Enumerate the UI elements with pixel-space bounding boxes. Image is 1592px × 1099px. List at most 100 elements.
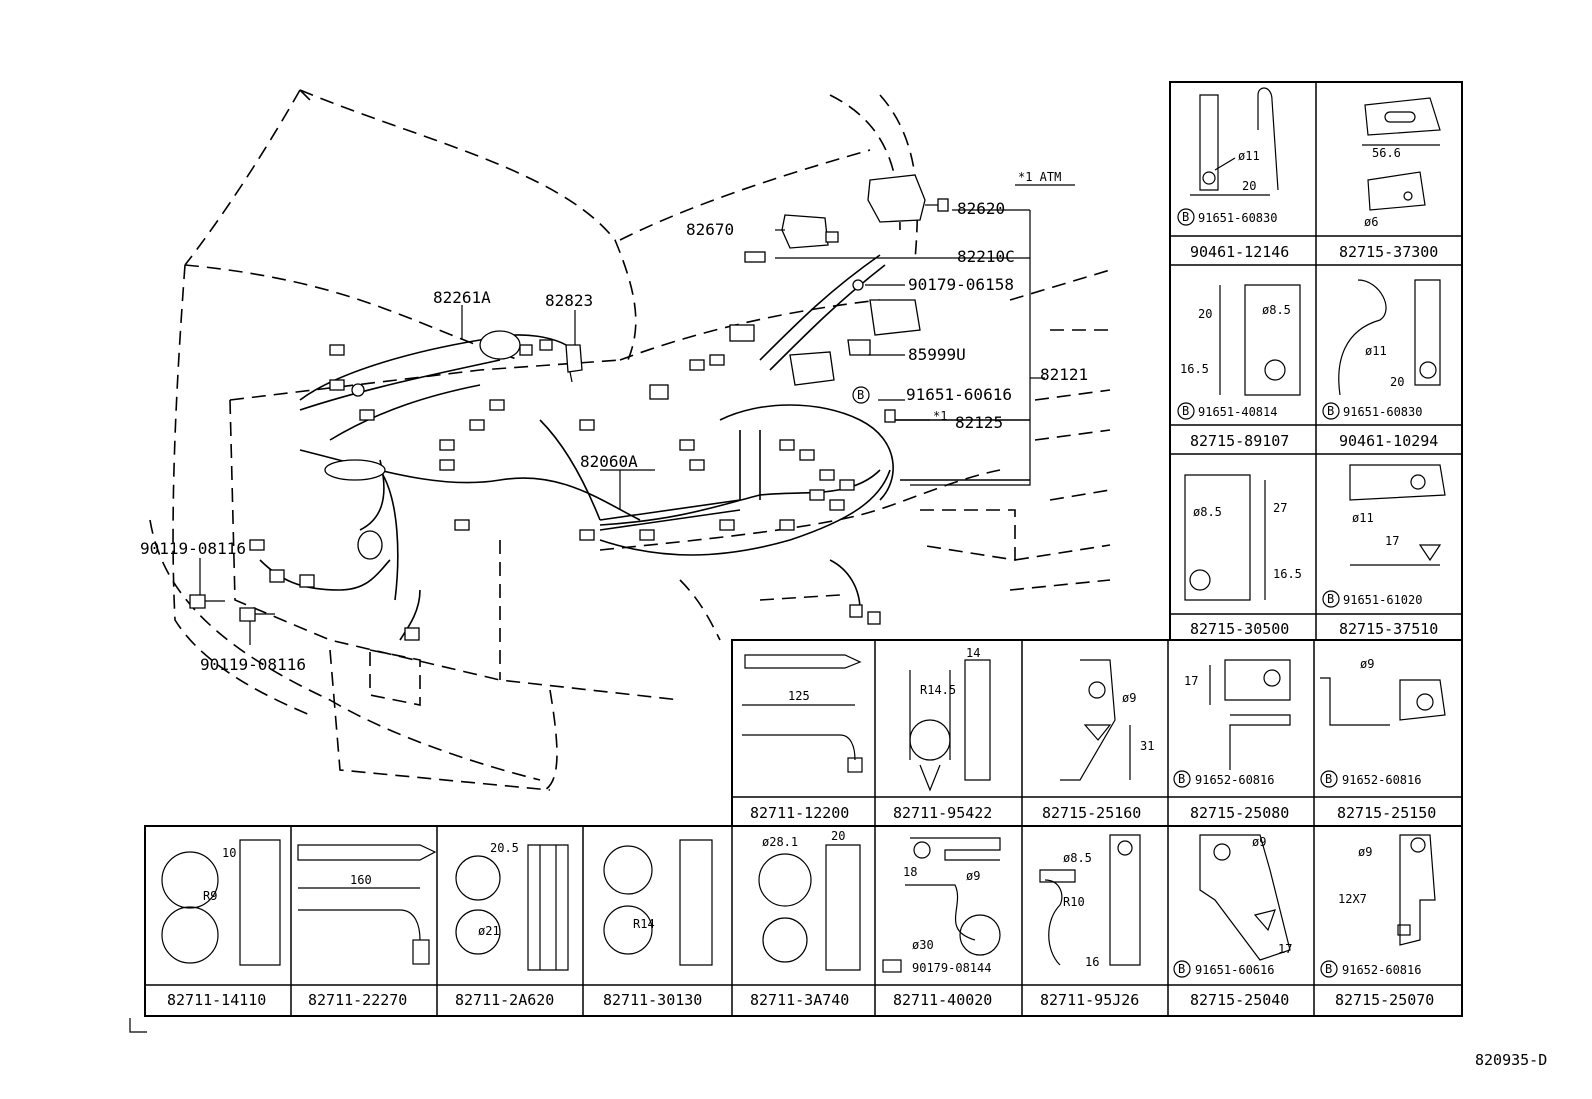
dim-160: 160 bbox=[350, 873, 372, 887]
dim-16-5-a: 16.5 bbox=[1180, 362, 1209, 376]
caption-82711-95422: 82711-95422 bbox=[893, 804, 992, 822]
harness-connectors bbox=[249, 324, 896, 641]
caption-82711-95j26: 82711-95J26 bbox=[1040, 991, 1139, 1009]
label-85999u: 85999U bbox=[908, 345, 966, 364]
sketch-82711-3a740: ø28.1 20 bbox=[758, 829, 861, 971]
dim-r9: R9 bbox=[203, 889, 217, 903]
label-star1: *1 bbox=[933, 409, 947, 423]
b-bolt-icon bbox=[351, 383, 365, 397]
label-82823: 82823 bbox=[545, 291, 593, 310]
sketch-82715-25070: ø9 12X7 B 91652-60816 bbox=[1320, 834, 1436, 978]
dim-r14: R14 bbox=[633, 917, 655, 931]
bolt-90179-08144: 90179-08144 bbox=[912, 961, 991, 975]
dim-16: 16 bbox=[1085, 955, 1099, 969]
caption-82715-30500: 82715-30500 bbox=[1190, 620, 1289, 638]
b-mark-8: B bbox=[1325, 962, 1332, 976]
dim-r10: R10 bbox=[1063, 895, 1085, 909]
dim-20-a: 20 bbox=[1242, 179, 1256, 193]
label-82261a: 82261A bbox=[433, 288, 491, 307]
dim-17-b: 17 bbox=[1184, 674, 1198, 688]
label-90119-08116-a: 90119-08116 bbox=[140, 539, 246, 558]
b-mark-5: B bbox=[1178, 772, 1185, 786]
caption-82715-25150: 82715-25150 bbox=[1337, 804, 1436, 822]
dim-17-c: 17 bbox=[1278, 942, 1292, 956]
caption-82711-3a740: 82711-3A740 bbox=[750, 991, 849, 1009]
dim-20-c: 20 bbox=[1390, 375, 1404, 389]
dim-phi9-d: ø9 bbox=[1252, 835, 1266, 849]
dim-phi8-5-c: ø8.5 bbox=[1063, 851, 1092, 865]
dim-20-d: 20 bbox=[831, 829, 845, 843]
sketch-82711-95j26: ø8.5 R10 16 bbox=[1039, 834, 1141, 969]
main-labels: 82620 82670 82210C 90179-06158 82261A 82… bbox=[140, 170, 1088, 674]
caption-82711-40020: 82711-40020 bbox=[893, 991, 992, 1009]
sketch-82715-89107: 20 ø8.5 16.5 B 91651-40814 bbox=[1177, 284, 1301, 420]
b-mark-4: B bbox=[1327, 592, 1334, 606]
dim-phi9-e: ø9 bbox=[1358, 845, 1372, 859]
caption-82711-30130: 82711-30130 bbox=[603, 991, 702, 1009]
component-relays bbox=[189, 174, 949, 622]
sketch-90461-10294: ø11 20 B 91651-60830 bbox=[1322, 279, 1441, 420]
label-82121: 82121 bbox=[1040, 365, 1088, 384]
sketch-82715-25160: ø9 31 bbox=[1060, 659, 1154, 781]
caption-82715-89107: 82715-89107 bbox=[1190, 432, 1289, 450]
caption-90461-10294: 90461-10294 bbox=[1339, 432, 1438, 450]
bolt-91651-60616-b: 91651-60616 bbox=[1195, 963, 1274, 977]
leader-lines bbox=[199, 184, 1075, 645]
caption-90461-12146: 90461-12146 bbox=[1190, 243, 1289, 261]
dim-20-5: 20.5 bbox=[490, 841, 519, 855]
dim-phi9-b: ø9 bbox=[1360, 657, 1374, 671]
sketch-82711-95422: 14 R14.5 bbox=[909, 646, 991, 792]
dim-phi30: ø30 bbox=[912, 938, 934, 952]
label-82125: 82125 bbox=[955, 413, 1003, 432]
dim-phi8-5-b: ø8.5 bbox=[1193, 505, 1222, 519]
label-82620: 82620 bbox=[957, 199, 1005, 218]
b-mark-3: B bbox=[1327, 404, 1334, 418]
b-mark: B bbox=[857, 388, 864, 402]
bolt-91652-60816-a: 91652-60816 bbox=[1195, 773, 1274, 787]
sketch-82711-40020: 18 ø9 ø30 90179-08144 bbox=[882, 837, 1001, 975]
dim-phi8-5-a: ø8.5 bbox=[1262, 303, 1291, 317]
label-82670: 82670 bbox=[686, 220, 734, 239]
caption-82715-25040: 82715-25040 bbox=[1190, 991, 1289, 1009]
sketch-82715-37510: ø11 17 B 91651-61020 bbox=[1322, 464, 1446, 608]
b-mark-7: B bbox=[1178, 962, 1185, 976]
sketch-82711-12200: 125 bbox=[742, 654, 863, 773]
sketch-82715-30500: ø8.5 27 16.5 bbox=[1184, 474, 1302, 601]
label-91651-60616: 91651-60616 bbox=[906, 385, 1012, 404]
sketch-82715-25080: 17 B 91652-60816 bbox=[1173, 659, 1291, 788]
caption-82715-25080: 82715-25080 bbox=[1190, 804, 1289, 822]
dim-12x7: 12X7 bbox=[1338, 892, 1367, 906]
label-82210c: 82210C bbox=[957, 247, 1015, 266]
top-right-grid bbox=[1169, 81, 1463, 641]
sketch-82711-2a620: 20.5 ø21 bbox=[455, 841, 569, 971]
dim-phi21: ø21 bbox=[478, 924, 500, 938]
b-mark-1: B bbox=[1182, 210, 1189, 224]
caption-82715-25070: 82715-25070 bbox=[1335, 991, 1434, 1009]
part-captions: 90461-12146 82715-37300 82715-89107 9046… bbox=[167, 243, 1438, 1009]
caption-82711-22270: 82711-22270 bbox=[308, 991, 407, 1009]
dim-phi9-a: ø9 bbox=[1122, 691, 1136, 705]
dim-16-5-b: 16.5 bbox=[1273, 567, 1302, 581]
bolt-91651-40814: 91651-40814 bbox=[1198, 405, 1277, 419]
caption-82711-12200: 82711-12200 bbox=[750, 804, 849, 822]
vehicle-outline bbox=[149, 89, 1111, 791]
wire-harness bbox=[259, 254, 1030, 641]
bolt-91651-60830-a: 91651-60830 bbox=[1198, 211, 1277, 225]
sketch-82711-22270: 160 bbox=[297, 844, 437, 965]
sketch-90461-12146: ø11 20 B 91651-60830 bbox=[1177, 87, 1279, 226]
diagram-id: 820935-D bbox=[1475, 1051, 1547, 1069]
b-mark-6: B bbox=[1325, 772, 1332, 786]
sketch-82711-14110: 10 R9 bbox=[161, 839, 281, 966]
sketch-82715-25040: ø9 17 B 91651-60616 bbox=[1173, 834, 1292, 978]
label-90119-08116-b: 90119-08116 bbox=[200, 655, 306, 674]
dim-20-b: 20 bbox=[1198, 307, 1212, 321]
label-90179-06158: 90179-06158 bbox=[908, 275, 1014, 294]
dim-14: 14 bbox=[966, 646, 980, 660]
sketch-82715-37300: 56.6 ø6 bbox=[1362, 97, 1441, 229]
dim-125: 125 bbox=[788, 689, 810, 703]
bolt-91652-60816-c: 91652-60816 bbox=[1342, 963, 1421, 977]
dim-phi6: ø6 bbox=[1364, 215, 1378, 229]
bolt-91651-60830-b: 91651-60830 bbox=[1343, 405, 1422, 419]
